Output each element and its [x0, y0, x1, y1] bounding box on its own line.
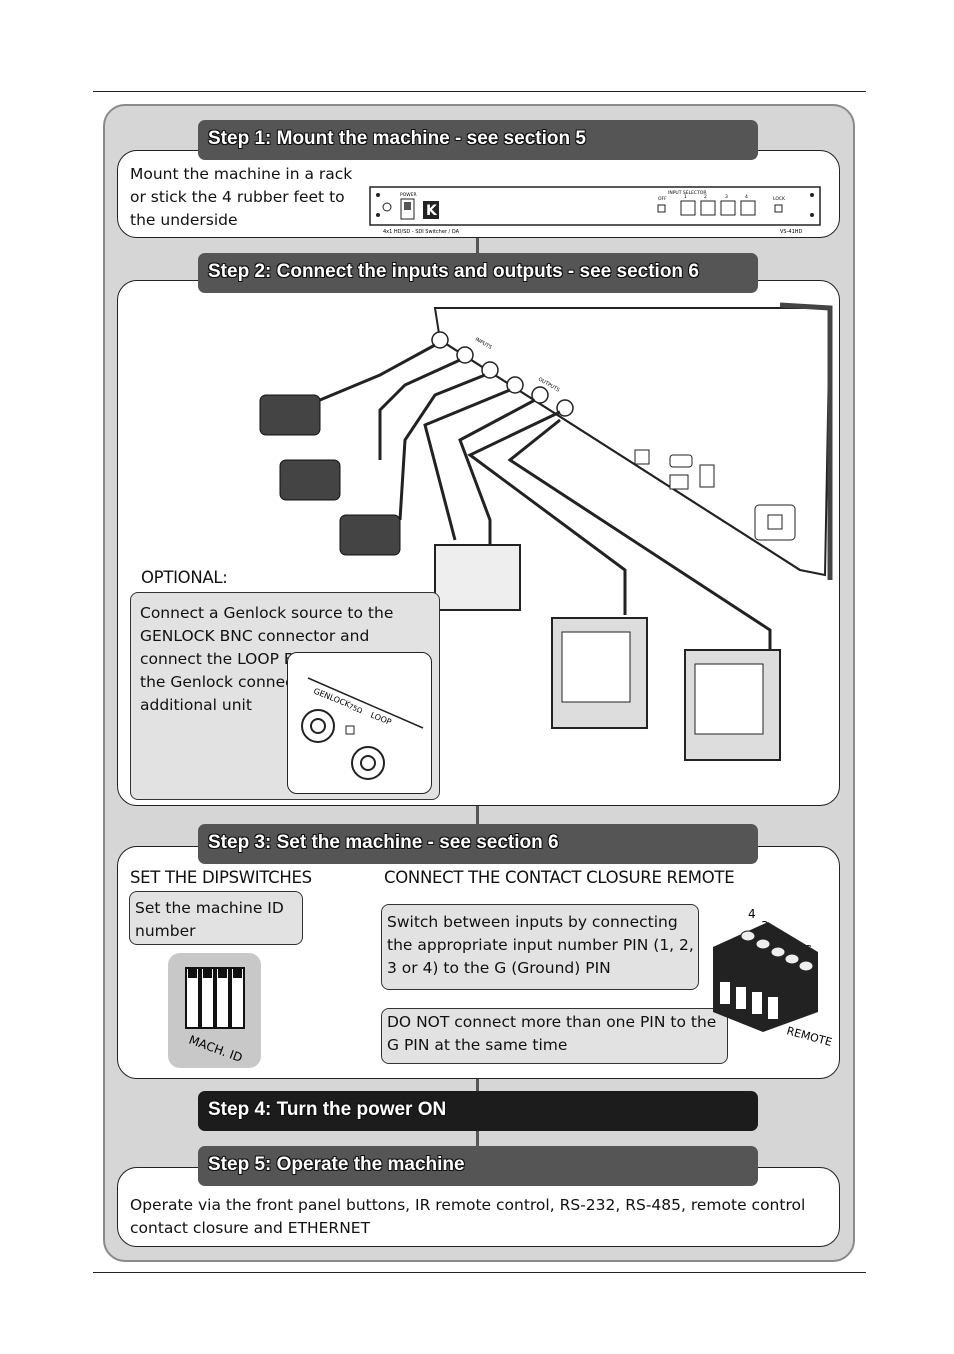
- step3-title: Step 3: Set the machine - see section 6: [198, 824, 758, 864]
- optional-text: Connect a Genlock source to the GENLOCK …: [140, 604, 420, 714]
- loop-bnc-icon: [351, 746, 385, 780]
- contact-closure-connector-icon: 4 3 2 1 G REMOTE: [713, 907, 833, 1049]
- genlock-bnc-icon: [301, 709, 335, 743]
- input-button-4-icon: [740, 200, 756, 216]
- step5-title: Step 5: Operate the machine: [198, 1146, 758, 1186]
- step5-text: Operate via the front panel buttons, IR …: [130, 1196, 806, 1237]
- warning-text: DO NOT connect more than one PIN to the …: [387, 1013, 717, 1054]
- input-button-2-icon: [700, 200, 716, 216]
- svg-text:3: 3: [725, 194, 728, 200]
- optional-heading: OPTIONAL:: [141, 568, 228, 587]
- recorder-icon: [434, 544, 521, 611]
- lock-button-icon: [774, 204, 783, 213]
- svg-text:75Ω: 75Ω: [347, 702, 364, 715]
- connector-line-1: [476, 236, 479, 254]
- off-button-icon: [657, 204, 666, 213]
- input-button-1-icon: [680, 200, 696, 216]
- svg-text:VS-41HD: VS-41HD: [780, 229, 803, 235]
- step2-title: Step 2: Connect the inputs and outputs -…: [198, 253, 758, 293]
- device-front-panel: POWER K INPUT SELECTOR OFF LOCK 1 2 3 4 …: [369, 186, 821, 235]
- contact-box: [381, 904, 699, 990]
- svg-text:2: 2: [704, 194, 707, 200]
- input-button-3-icon: [720, 200, 736, 216]
- connection-diagram: INPUTS OUTPUTS: [259, 302, 833, 761]
- rear-ports: [634, 449, 796, 541]
- svg-text:LOCK: LOCK: [773, 196, 786, 202]
- svg-text:4x1 HD/SD - SDI Switcher / DA: 4x1 HD/SD - SDI Switcher / DA: [383, 229, 460, 235]
- dipswitch-icon: MACH. ID: [168, 953, 261, 1068]
- dip-box: [129, 891, 303, 945]
- ir-sensor-icon: [382, 202, 392, 212]
- contact-heading: CONNECT THE CONTACT CLOSURE REMOTE: [384, 868, 735, 887]
- connector-line-2: [476, 806, 479, 826]
- svg-text:1: 1: [684, 194, 687, 200]
- step1-text: Mount the machine in a rack or stick the…: [130, 165, 353, 229]
- svg-text:4: 4: [745, 194, 748, 200]
- top-rule: [93, 91, 866, 92]
- power-label: POWER: [400, 192, 417, 198]
- kramer-logo: [423, 201, 439, 219]
- step4-title: Step 4: Turn the power ON: [198, 1091, 758, 1131]
- warning-box: [381, 1008, 728, 1064]
- dip-heading: SET THE DIPSWITCHES: [130, 868, 312, 887]
- svg-text:K: K: [426, 203, 438, 219]
- panel-screw-icon: [376, 193, 380, 197]
- svg-text:GENLOCK: GENLOCK: [312, 687, 352, 710]
- svg-text:4: 4: [748, 907, 756, 921]
- step1-title: Step 1: Mount the machine - see section …: [198, 120, 758, 160]
- bottom-rule: [93, 1272, 866, 1273]
- svg-text:REMOTE: REMOTE: [785, 1024, 833, 1049]
- connector-line-3: [476, 1077, 479, 1091]
- genlock-connectors: GENLOCK 75Ω LOOP: [301, 677, 424, 780]
- contact-text: Switch between inputs by connecting the …: [387, 913, 694, 977]
- camera-icon: [259, 394, 401, 556]
- svg-text:OFF: OFF: [658, 196, 667, 202]
- svg-text:INPUT SELECTOR: INPUT SELECTOR: [668, 190, 707, 196]
- dip-text: Set the machine ID number: [135, 899, 284, 940]
- connector-line-4: [476, 1130, 479, 1146]
